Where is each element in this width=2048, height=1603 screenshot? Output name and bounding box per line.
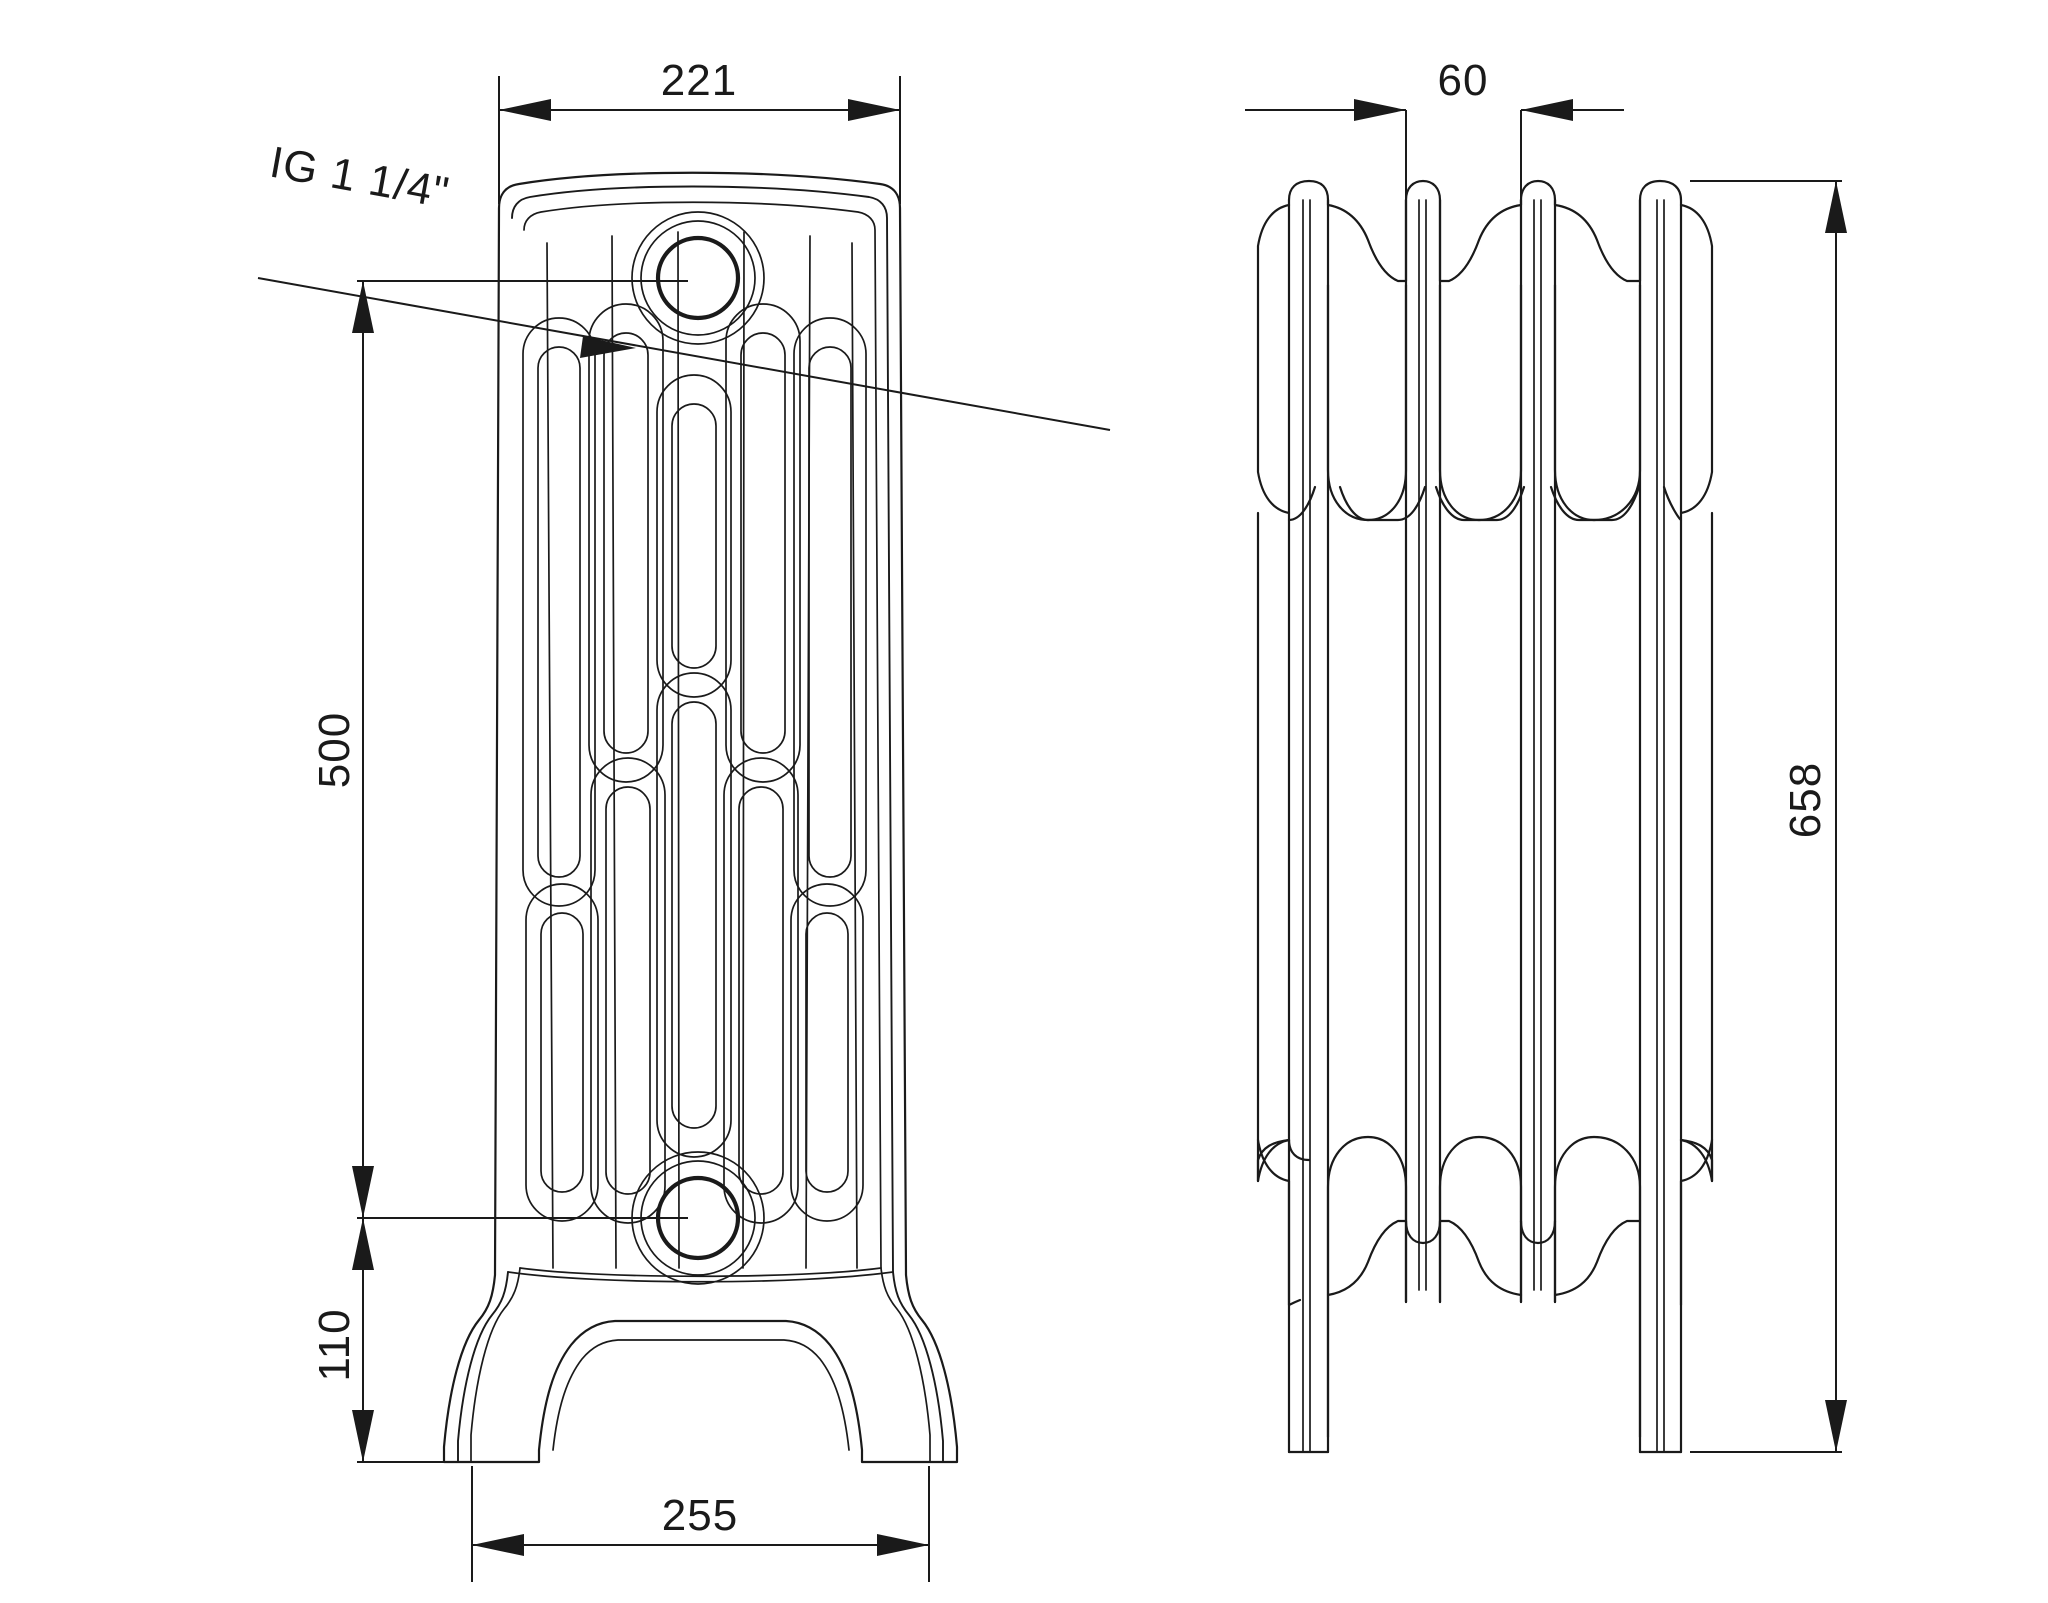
front-view [442,171,959,1464]
dim-label-221: 221 [661,56,737,105]
thread-callout: IG 1 1/4" [257,138,1111,431]
front-body-offset-2 [523,201,931,1463]
dim-width-221: 221 [498,56,901,204]
front-rib-group-c [656,374,732,1158]
front-rib-group-d [723,303,801,1224]
side-right-waist [1679,203,1714,515]
front-rib-group-e [790,317,867,1222]
dim-depth-60: 60 [1245,56,1624,280]
side-left-waist [1256,203,1291,515]
side-lower-outer-r [1679,1138,1714,1307]
front-lower-band-2 [507,1271,894,1283]
dim-height-110: 110 [310,1218,468,1463]
thread-callout-label: IG 1 1/4" [266,138,453,218]
dim-label-500: 500 [310,712,359,788]
front-rib-group-b [588,303,666,1224]
dim-height-500: 500 [310,280,688,1219]
dim-label-60: 60 [1438,56,1489,105]
side-bottom-profile [1287,1138,1642,1297]
side-view [1256,179,1714,1454]
side-upper-web-arcs [1326,283,1642,522]
front-column-seams [546,231,858,1269]
side-column-body [1256,511,1714,1142]
dim-label-658: 658 [1781,762,1830,838]
side-lower-outer-l [1256,1138,1302,1307]
side-lower-web-arcs [1326,1135,1642,1439]
side-top-profile [1287,179,1683,283]
front-body-outer [442,171,959,1464]
upper-port [631,211,765,345]
front-body-offset-1b [457,1271,509,1463]
dim-height-658: 658 [1690,180,1847,1453]
dim-label-110: 110 [310,1308,359,1381]
front-rib-group-a [522,317,599,1222]
front-body-offset-1 [511,185,944,1463]
front-body-offset-2b [470,1267,521,1463]
dim-width-255: 255 [471,1466,930,1582]
front-lower-band [519,1267,882,1278]
front-foot-arch [552,1339,850,1451]
dim-label-255: 255 [662,1491,738,1540]
